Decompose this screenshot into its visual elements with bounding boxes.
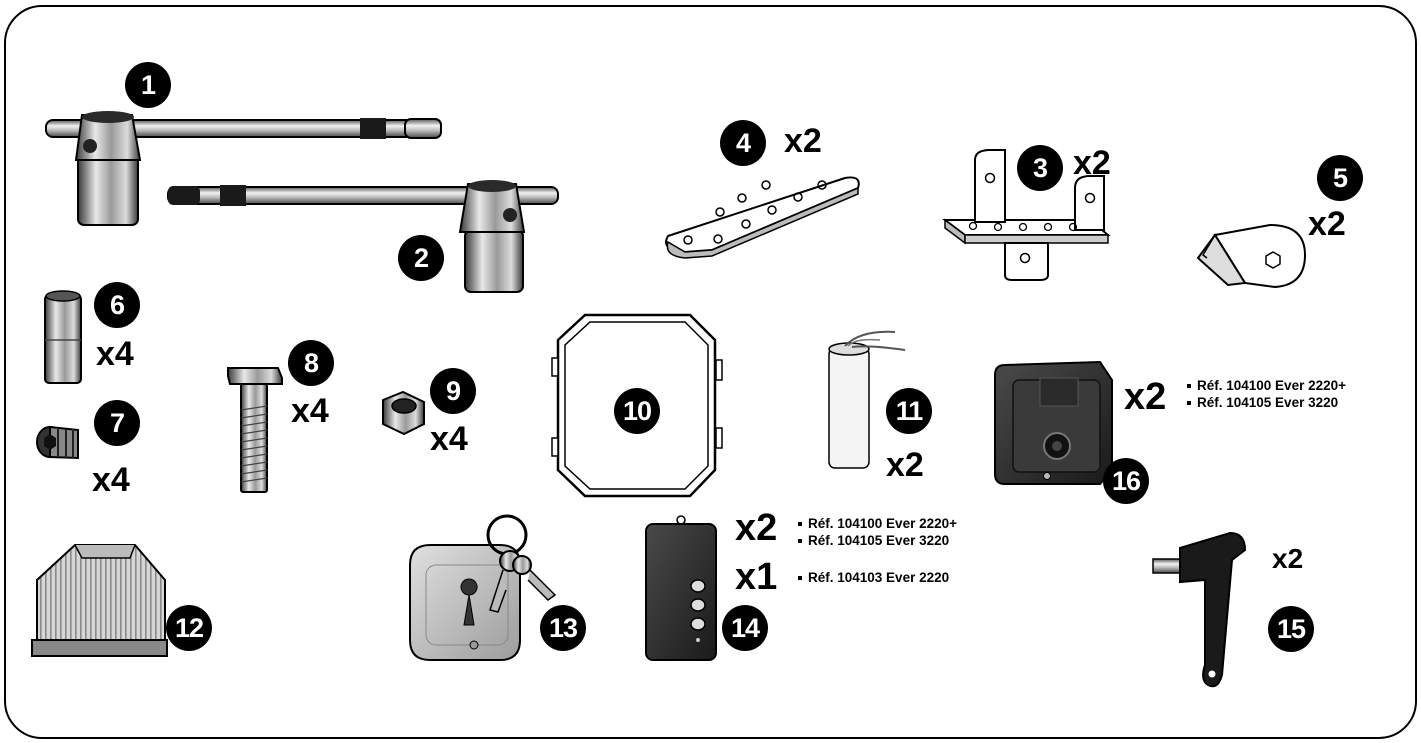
capacitor-11-drawing (828, 330, 906, 469)
remote-control-14-drawing (645, 515, 717, 661)
ref-line: Réf. 104100 Ever 2220+ (798, 515, 957, 532)
small-bracket-5-drawing (1196, 223, 1307, 289)
item-badge-14: 14 (722, 605, 768, 651)
grub-screw-7-drawing (36, 425, 79, 460)
item-badge-7: 7 (94, 400, 140, 446)
quantity-7: x4 (92, 461, 130, 499)
ref-line: Réf. 104105 Ever 3220 (1187, 394, 1346, 411)
u-bracket-3-drawing (942, 149, 1111, 281)
quantity-15: x2 (1272, 543, 1304, 574)
item-badge-15: 15 (1268, 606, 1314, 652)
refs-14-b: Réf. 104103 Ever 2220 (798, 569, 949, 586)
quantity-11: x2 (886, 446, 924, 484)
flashing-lamp-12-drawing (31, 544, 168, 657)
item-badge-9: 9 (430, 368, 476, 414)
quantity-16: x2 (1124, 376, 1167, 418)
nut-9-drawing (382, 390, 425, 436)
item-badge-13: 13 (540, 605, 586, 651)
refs-14-a: Réf. 104100 Ever 2220+ Réf. 104105 Ever … (798, 515, 957, 549)
item-badge-10: 10 (614, 388, 660, 434)
ref-line: Réf. 104105 Ever 3220 (798, 532, 957, 549)
bolt-8-drawing (227, 367, 283, 493)
item-badge-11: 11 (886, 388, 932, 434)
ref-line: Réf. 104103 Ever 2220 (798, 569, 949, 586)
item-badge-3: 3 (1017, 145, 1063, 191)
quantity-5: x2 (1308, 205, 1346, 243)
key-switch-13-drawing (409, 514, 557, 661)
item-badge-5: 5 (1317, 155, 1363, 201)
photocell-16-drawing (994, 360, 1113, 485)
quantity-14-b: x1 (735, 556, 778, 598)
ref-line: Réf. 104100 Ever 2220+ (1187, 377, 1346, 394)
quantity-8: x4 (291, 392, 329, 430)
item-badge-6: 6 (94, 282, 140, 328)
flat-plate-4-drawing (665, 176, 860, 259)
item-badge-16: 16 (1103, 458, 1149, 504)
item-badge-12: 12 (166, 605, 212, 651)
release-key-15-drawing (1152, 531, 1247, 688)
item-badge-8: 8 (288, 340, 334, 386)
refs-16: Réf. 104100 Ever 2220+ Réf. 104105 Ever … (1187, 377, 1346, 411)
item-badge-4: 4 (720, 120, 766, 166)
quantity-6: x4 (96, 335, 134, 373)
quantity-4: x2 (784, 122, 822, 160)
actuator-1-drawing (45, 111, 442, 226)
quantity-3: x2 (1073, 144, 1111, 182)
actuator-2-drawing (167, 180, 559, 293)
spacer-6-drawing (44, 290, 82, 384)
item-badge-1: 1 (125, 62, 171, 108)
item-badge-2: 2 (398, 235, 444, 281)
quantity-14-a: x2 (735, 507, 778, 549)
quantity-9: x4 (430, 420, 468, 458)
